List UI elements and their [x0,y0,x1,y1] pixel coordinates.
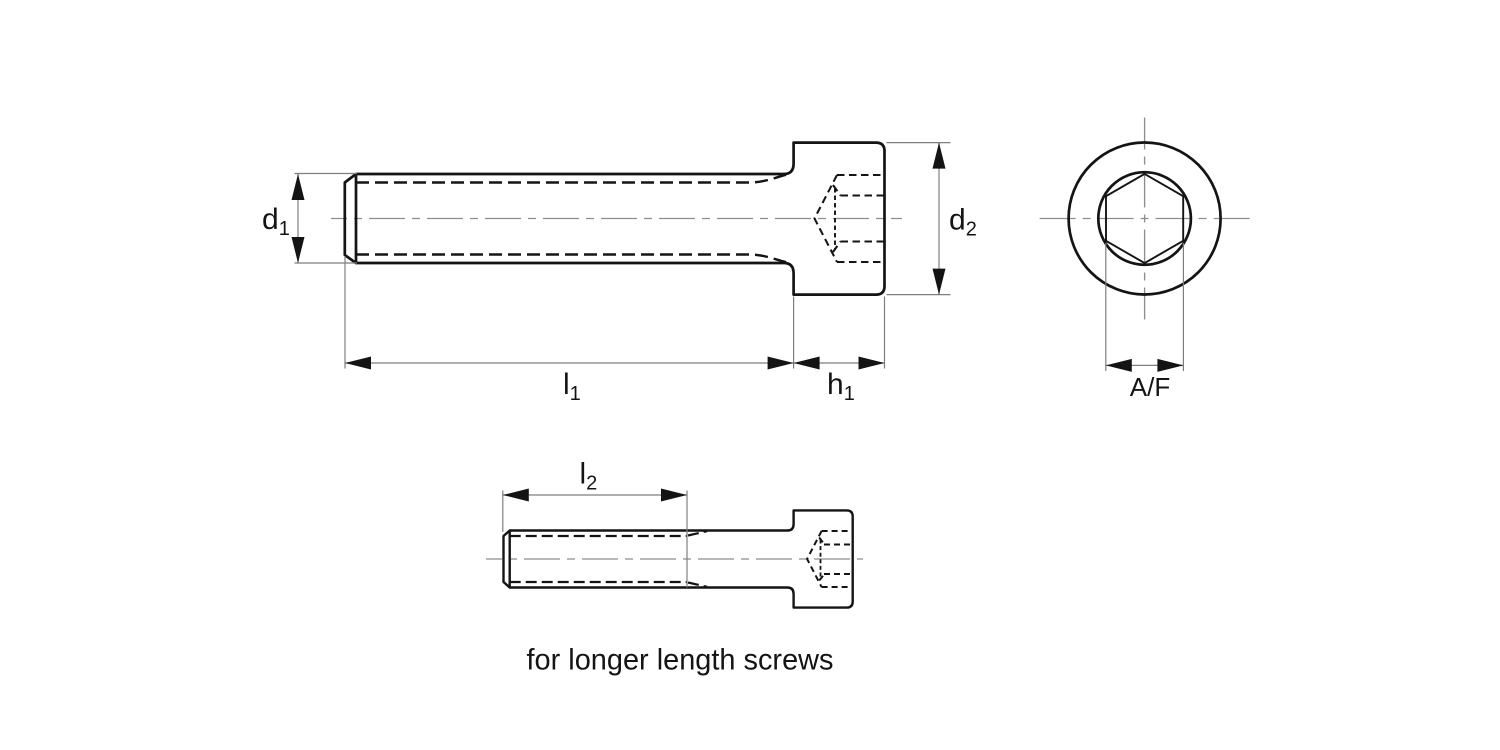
d1-arrow-down-icon [291,237,305,263]
socket-cone [813,174,838,263]
short-view-caption: for longer length screws [527,644,834,677]
af-label: A/F [1130,372,1170,402]
h1-arrow-right-icon [858,356,885,370]
short-hex-socket-hidden [805,530,853,588]
l1-arrow-right-icon [767,356,794,370]
head-outline [792,141,886,296]
hex-socket-hidden [813,173,884,264]
l1-arrow-left-icon [345,356,371,370]
dimension-d2: d2 [886,142,977,296]
head-circle [1067,141,1222,296]
d2-arrow-down-icon [932,268,946,295]
short-thread-runout-top [687,530,708,537]
dimension-af: A/F [1105,243,1185,402]
l2-arrow-left-icon [502,488,529,502]
dimension-d1: d1 [262,172,357,264]
af-arrow-left-icon [1105,358,1132,372]
socket-circle [1096,170,1193,267]
d2-arrow-up-icon [932,142,946,169]
socket-hexagon [1105,172,1185,265]
socket-corner-top [832,184,842,197]
short-screw-view: for longer length screws [486,509,863,677]
short-head-outline [792,509,854,609]
d1-arrow-up-icon [291,174,305,200]
short-socket-corner-top [818,536,826,546]
dimension-h1: h1 [793,296,886,405]
shank-outline [343,163,795,274]
socket-corner-bottom [832,240,842,253]
af-arrow-right-icon [1157,358,1184,372]
end-view [1033,117,1254,320]
thread-root-top [356,173,789,184]
l2-label: l2 [580,458,598,495]
dimension-l2: l2 [502,458,688,588]
h1-label: h1 [827,368,855,405]
short-socket-corner-bottom [818,573,826,582]
l2-arrow-right-icon [661,488,687,502]
h1-arrow-left-icon [793,356,820,370]
main-side-view [331,141,902,296]
thread-root-bottom [356,253,789,264]
short-thread-runout-bottom [687,581,708,588]
d2-label: d2 [949,204,977,241]
d1-label: d1 [262,203,290,240]
dimension-l1: l1 [344,256,795,405]
l1-label: l1 [563,368,581,405]
short-socket-cone [805,530,823,588]
short-shank-outline [502,523,795,595]
